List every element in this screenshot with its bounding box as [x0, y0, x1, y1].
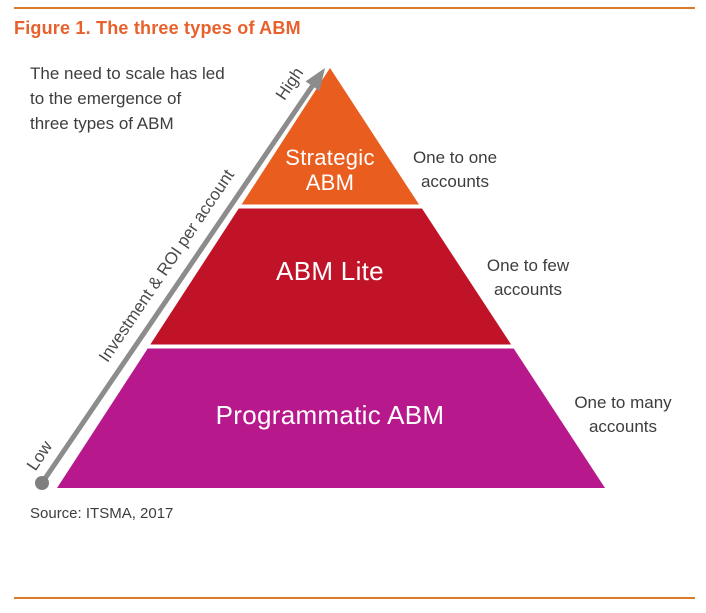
side-label-one-line2: accounts	[420, 172, 490, 191]
axis-arrow-shaft	[39, 83, 316, 485]
band-label-strategic-line2: ABM	[305, 170, 355, 195]
side-label-few-line1: One to few	[486, 256, 570, 275]
bottom-divider	[14, 597, 695, 599]
side-label-one-to-few: One to few accounts	[468, 254, 588, 302]
band-label-strategic-line1: Strategic	[285, 145, 375, 170]
band-label-programmatic-line1: Programmatic ABM	[215, 400, 445, 430]
side-label-one-line1: One to one	[412, 148, 498, 167]
axis-arrow-head-icon	[305, 68, 325, 91]
intro-line-3: three types of ABM	[30, 114, 174, 133]
side-label-many-line1: One to many	[574, 393, 672, 412]
pyramid-band-strategic	[241, 68, 419, 205]
side-label-many-line2: accounts	[588, 417, 658, 436]
band-label-abm-lite: ABM Lite	[230, 257, 430, 285]
band-label-lite-line1: ABM Lite	[276, 256, 384, 286]
intro-annotation: The need to scale has led to the emergen…	[30, 61, 225, 136]
source-note: Source: ITSMA, 2017	[30, 505, 174, 522]
axis-arrow-start-dot	[35, 476, 49, 490]
side-label-one-to-many: One to many accounts	[562, 391, 684, 439]
side-label-one-to-one: One to one accounts	[395, 146, 515, 194]
top-divider	[14, 7, 695, 9]
band-label-programmatic-abm: Programmatic ABM	[180, 401, 480, 429]
band-label-strategic-abm: Strategic ABM	[230, 145, 430, 195]
side-label-few-line2: accounts	[493, 280, 563, 299]
pyramid-band-abm-lite	[150, 208, 512, 345]
pyramid-band-programmatic	[57, 348, 605, 488]
intro-line-2: to the emergence of	[30, 89, 182, 108]
figure-title: Figure 1. The three types of ABM	[14, 18, 301, 38]
intro-line-1: The need to scale has led	[30, 64, 225, 83]
